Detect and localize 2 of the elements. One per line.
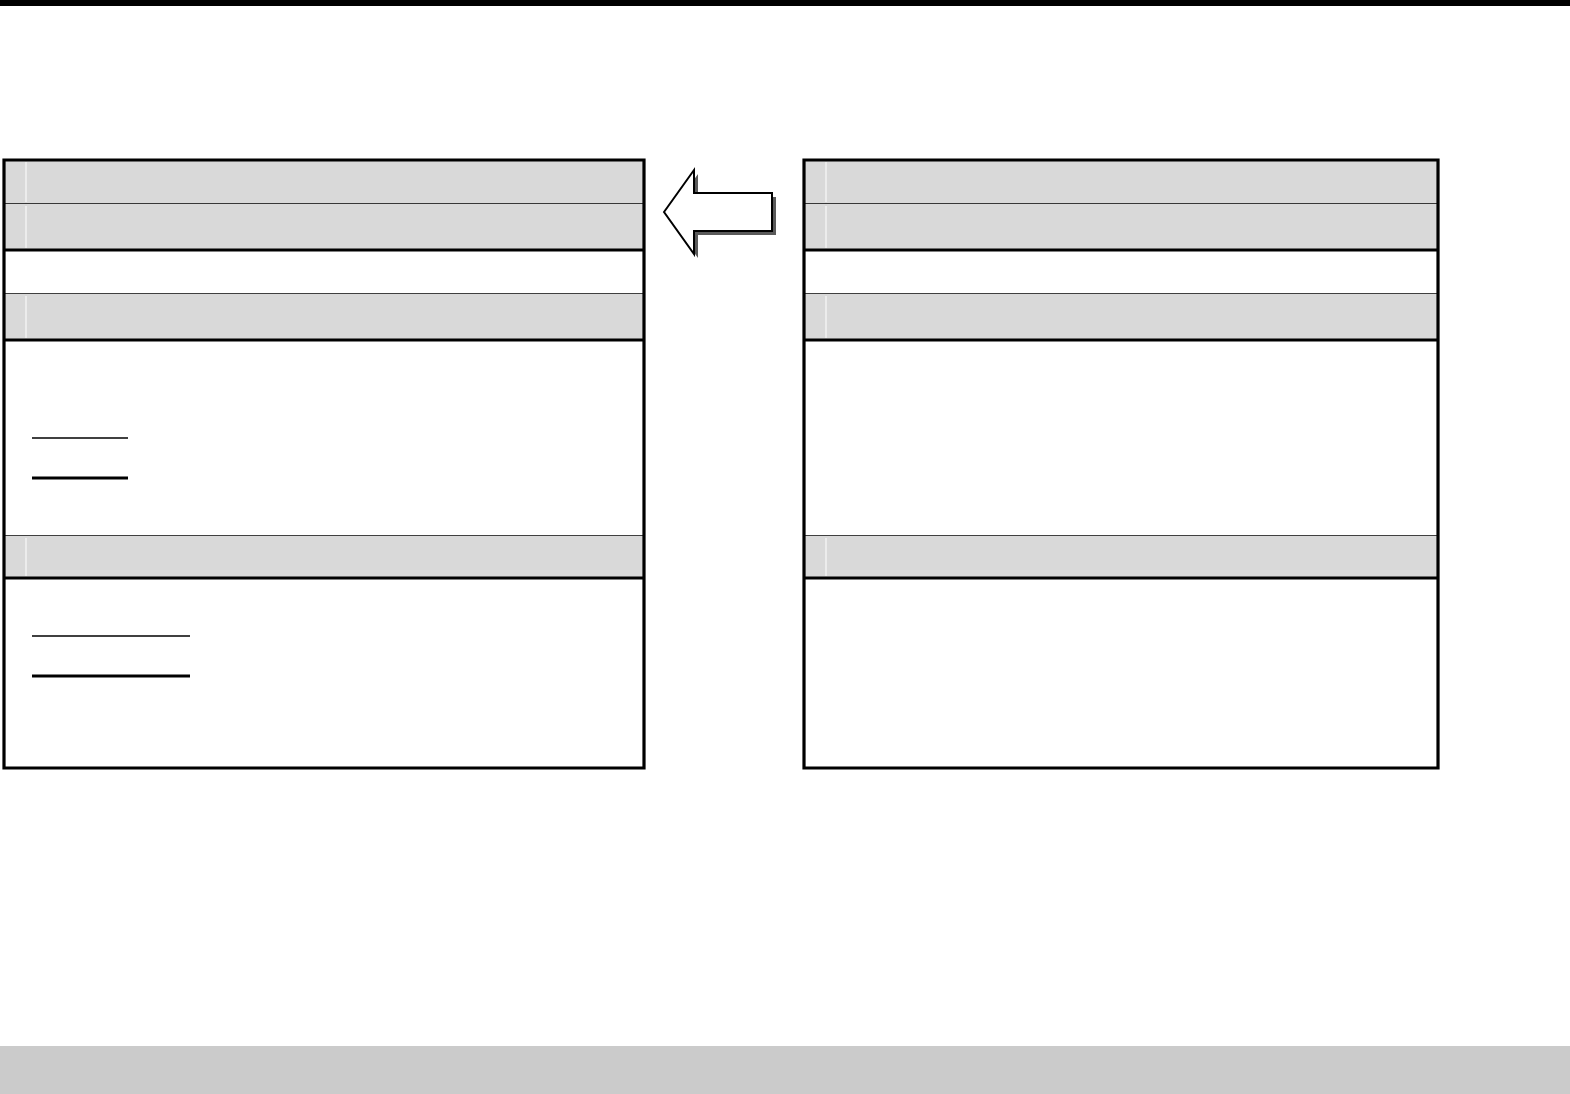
table	[802, 158, 1440, 770]
table	[2, 158, 646, 770]
